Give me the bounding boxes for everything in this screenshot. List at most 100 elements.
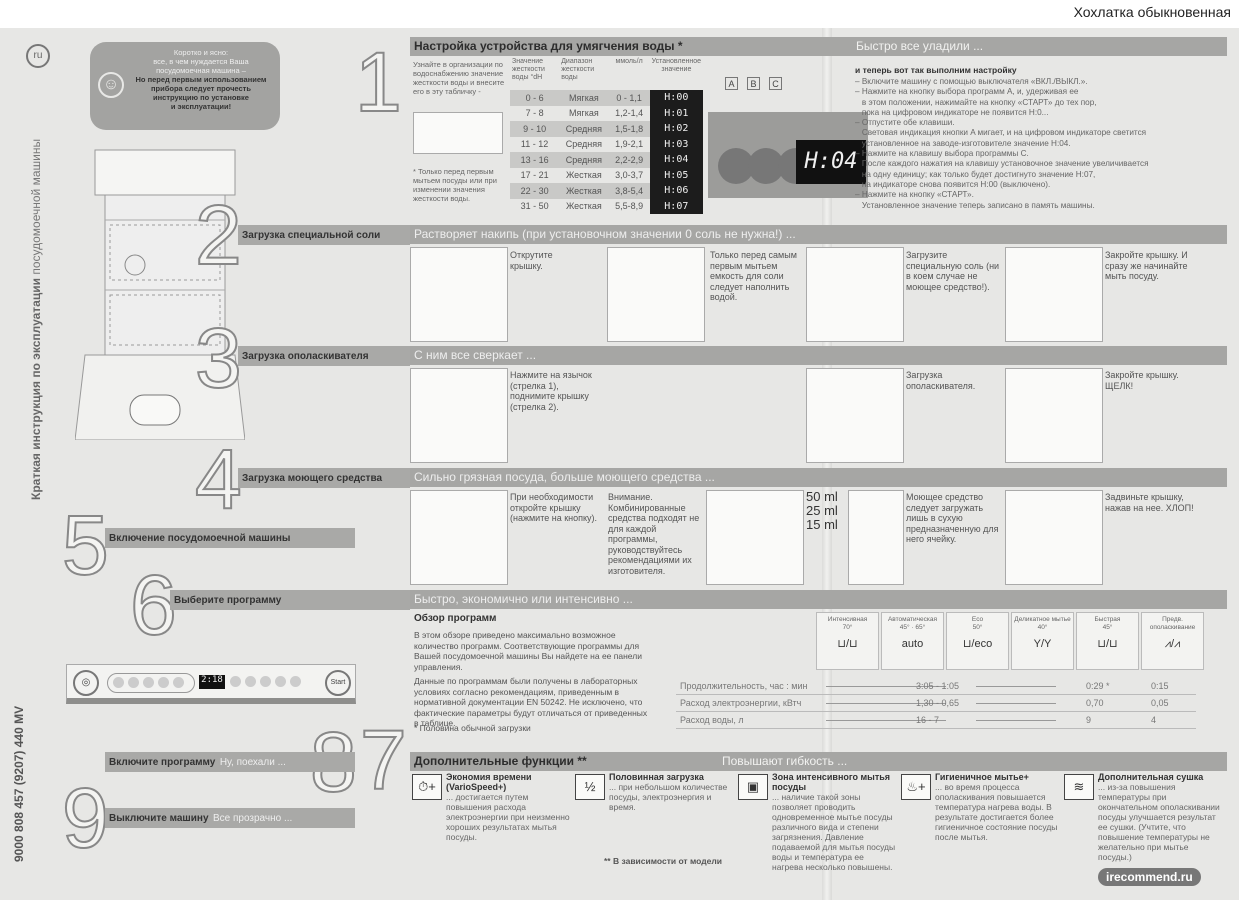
dh-cell: 9 - 10 [510, 121, 560, 137]
sec3-caption-2: Загрузка ополаскивателя. [906, 370, 976, 391]
dh-cell: 7 - 8 [525, 108, 544, 119]
program-overview-p3: * Половина обычной загрузки [414, 723, 531, 733]
sec3-photo-2 [806, 368, 904, 463]
hardness-display: H:04 [796, 140, 866, 184]
sec4-caption-2: Внимание. Комбинированные средства подхо… [608, 492, 700, 576]
sec3-header: С ним все сверкает ... [410, 346, 1227, 365]
step-band-8: Включите программу Ну, поехали ... [105, 752, 355, 772]
program-name: Eco [971, 616, 984, 623]
sec3-caption-1: Нажмите на язычок (стрелка 1), поднимите… [510, 370, 592, 412]
sec1-instructions: – Включите машину с помощью выключателя … [855, 77, 1225, 211]
metric-range: 1,30 - 0,65 [916, 698, 960, 708]
function-icon: ▣ [738, 774, 768, 800]
sec6-header: Быстро, экономично или интенсивно ... [410, 590, 1227, 609]
power-button: ◎ [73, 670, 99, 696]
sec1-intro: Узнайте в организации по водоснабжению з… [413, 60, 505, 96]
step-number-1: 1 [354, 35, 403, 129]
step-band-4: Загрузка моющего средства [238, 468, 410, 488]
metric-quick: 9 [1086, 715, 1092, 725]
function-desc: ... наличие такой зоны позволяет проводи… [772, 792, 896, 872]
step-number-4: 4 [194, 432, 243, 526]
dh-cell: 31 - 50 [520, 201, 549, 212]
sec4-photo-3 [848, 490, 904, 585]
step-number-3: 3 [194, 311, 243, 405]
range-cell: Жесткая [565, 170, 602, 181]
function-title: Гигиеничное мытье+ [935, 772, 1029, 782]
sec3-photo-3 [1005, 368, 1103, 463]
dh-cell: 22 - 30 [510, 183, 560, 199]
program-card: Предв. ополаскивание⩘/⩘ [1141, 612, 1204, 670]
range-cell: Жесткая [565, 201, 602, 212]
function-icon: ⏱+ [412, 774, 442, 800]
metric-label: Продолжительность, час : мин [680, 681, 808, 691]
smiley-icon: ☺ [98, 72, 124, 98]
mmol-cell: 0 - 1,1 [608, 90, 650, 106]
program-icon: ⩘/⩘ [1164, 638, 1181, 650]
metric-range: 3:05 - 1:05 [916, 681, 960, 691]
mmol-cell: 1,5-1,8 [608, 121, 650, 137]
product-code: 9000 808 457 (9207) 440 MV [12, 705, 26, 862]
program-icon: ⊔/⊔ [1097, 638, 1118, 650]
function-desc: ... при небольшом количестве посуды, эле… [609, 782, 728, 812]
setting-cell: H:03 [649, 136, 703, 152]
sec4-photo-2 [706, 490, 804, 585]
setting-cell: H:06 [649, 183, 703, 199]
sec4-photo-4 [1005, 490, 1103, 585]
function-title: Зона интенсивного мытья посуды [772, 772, 891, 792]
extra-function: ♨+ Гигиеничное мытье+... во время процесс… [901, 772, 1059, 842]
instruction-line: После каждого нажатия на клавишу установ… [855, 159, 1149, 169]
instruction-line: установленное на заводе-изготовителе зна… [855, 138, 1071, 148]
function-title: Экономия времени (VarioSpeed+) [446, 772, 532, 792]
extra-function: ≋Дополнительная сушка... из-за повышения… [1064, 772, 1222, 862]
sec2-photo-1 [410, 247, 508, 342]
sec1-header: Настройка устройства для умягчения воды … [410, 37, 1227, 56]
lang-badge: ru [26, 44, 50, 68]
program-name: Интенсивная [827, 616, 868, 623]
function-desc: ... из-за повышения температуры при окон… [1098, 782, 1220, 862]
function-icon: ♨+ [901, 774, 931, 800]
option-buttons [230, 676, 301, 687]
sec2-photo-2 [607, 247, 705, 342]
function-icon: ≋ [1064, 774, 1094, 800]
function-desc: ... во время процесса ополаскивания повы… [935, 782, 1058, 842]
intro-note: ☺ Коротко и ясно:все, в чем нуждается Ва… [90, 42, 280, 130]
mmol-cell: 1,9-2,1 [615, 139, 644, 150]
sec7-footnote: ** В зависимости от модели [604, 856, 722, 866]
extra-functions: ⏱+Экономия времени (VarioSpeed+)... дост… [410, 772, 1225, 872]
sec4-caption-4: Задвиньте крышку, нажав на нее. ХЛОП! [1105, 492, 1194, 513]
step-number-6: 6 [129, 558, 178, 652]
sec1-footnote: * Только перед первым мытьем посуды или … [413, 167, 497, 203]
reviewer-title: Хохлатка обыкновенная [1073, 4, 1231, 20]
sec4-caption-3: Моющее средство следует загружать лишь в… [906, 492, 999, 544]
instruction-line: – Отпустите обе клавиши. [855, 118, 955, 128]
program-temp: 45° · 65° [899, 624, 926, 631]
program-overview-p1: В этом обзоре приведено максимально возм… [414, 630, 642, 672]
dh-cell: 11 - 12 [520, 139, 549, 150]
program-temp: 40° [1037, 624, 1048, 631]
sec2-photo-3 [806, 247, 904, 342]
watermark: irecommend.ru [1098, 868, 1201, 886]
sec2-photo-4 [1005, 247, 1103, 342]
program-temp: 70° [842, 624, 853, 631]
instruction-line: – Включите машину с помощью выключателя … [855, 77, 1088, 86]
sec2-caption-1: Открутите крышку. [510, 250, 553, 271]
program-metrics: Продолжительность, час : мин 3:05 - 1:05 0… [676, 678, 1196, 729]
sec2-caption-3: Загрузите специальную соль (ни в коем сл… [906, 250, 1000, 292]
function-icon: ½ [575, 774, 605, 800]
step-number-7: 7 [359, 713, 408, 807]
sec4-photo-1 [410, 490, 508, 585]
control-panel-closeup: H:04 [708, 112, 868, 198]
metric-prerinse: 0:15 [1151, 681, 1169, 691]
sec2-caption-2: Только перед самым первым мытьем емкость… [710, 250, 797, 302]
step-number-5: 5 [61, 498, 110, 592]
hardness-table: Значение жесткости воды °dH Диапазон жес… [510, 58, 703, 214]
setting-cell: H:01 [649, 105, 703, 121]
